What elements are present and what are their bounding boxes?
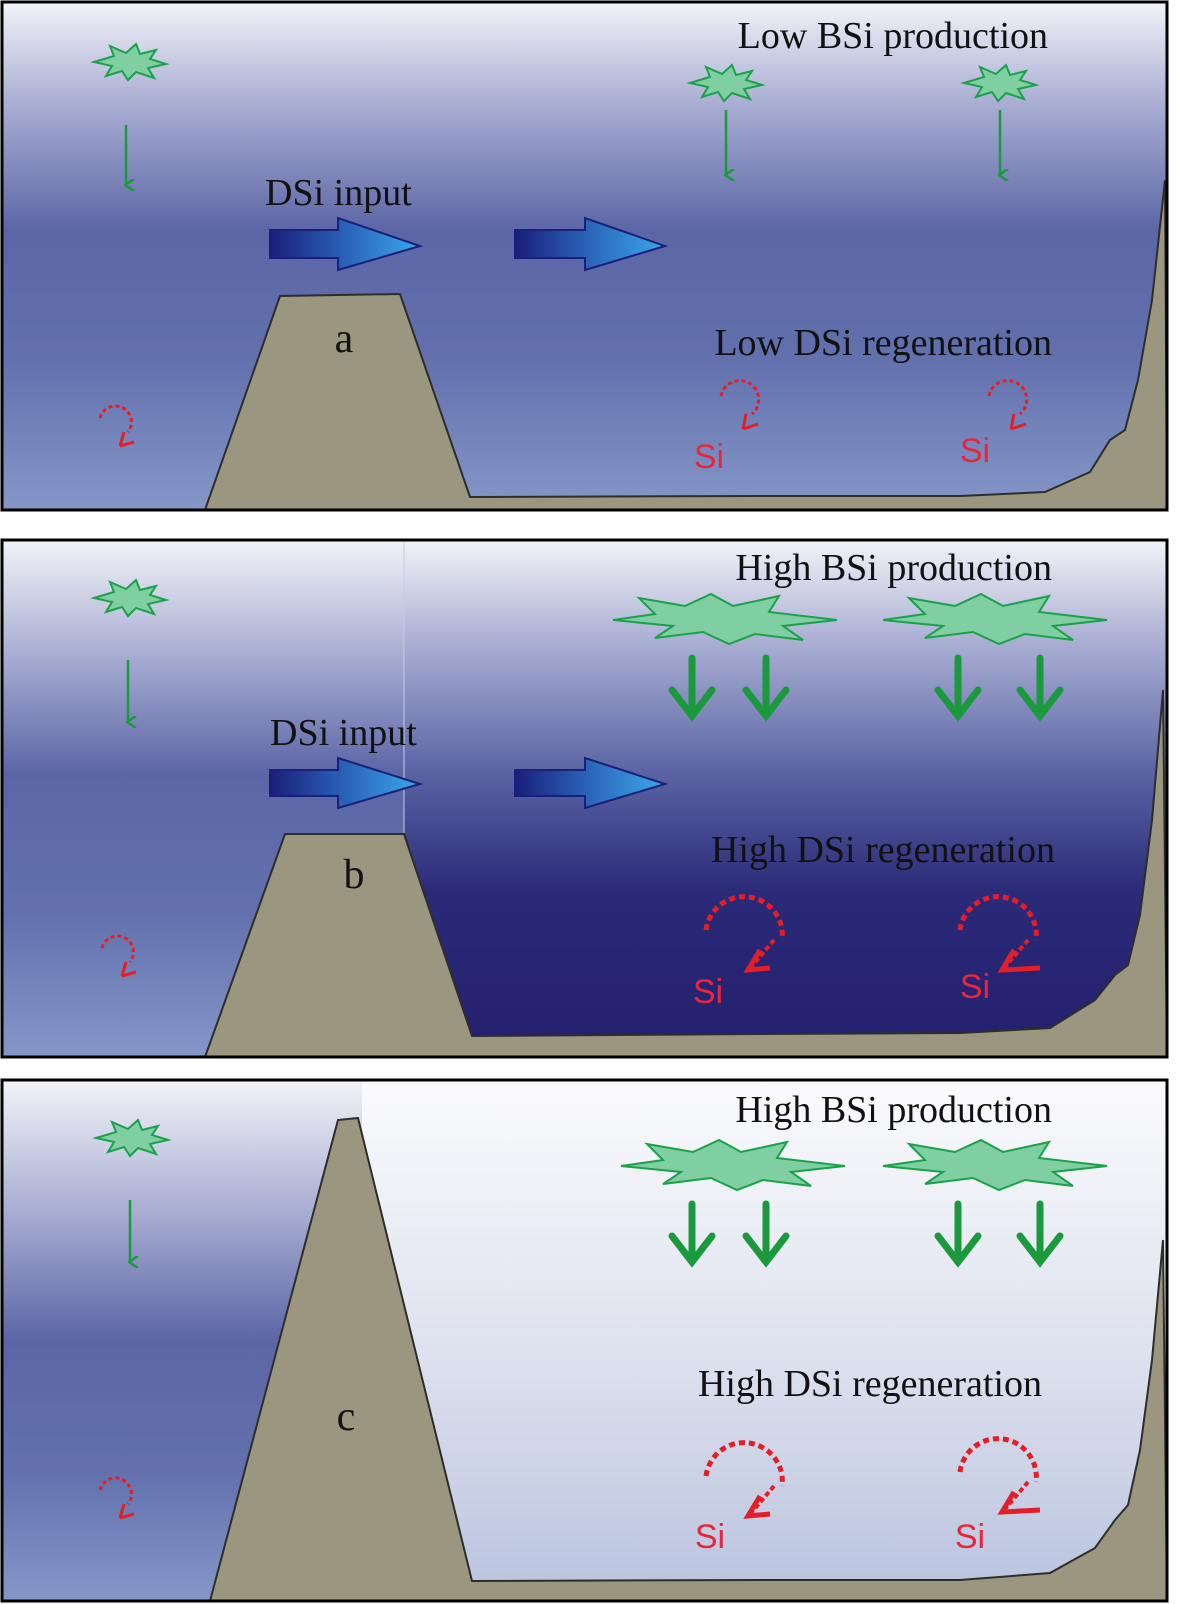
si-label: Si [960,432,990,470]
panel-b-terrain [203,689,1169,1058]
production-label: High BSi production [735,1089,1052,1131]
dsi-input-label: DSi input [265,172,412,214]
sinking-arrow-icon [1016,654,1064,722]
panel-c-terrain [208,1116,1169,1602]
regeneration-label: Low DSi regeneration [714,322,1052,364]
sinking-arrow-icon [934,654,982,722]
dsi-input-arrow-icon [269,216,424,272]
dsi-input-arrow-icon [269,756,424,810]
panel-label-a: a [335,316,354,362]
regeneration-label: High DSi regeneration [698,1363,1042,1405]
si-label: Si [693,973,723,1011]
dsi-input-arrow-icon [514,756,669,810]
sinking-arrow-icon [668,654,716,722]
si-label: Si [960,968,990,1006]
si-label: Si [694,438,724,476]
regeneration-icon [100,934,137,978]
panel-a-terrain [203,179,1169,511]
sinking-arrow-icon [934,1200,982,1268]
dsi-input-label: DSi input [270,712,417,754]
regeneration-icon [703,1440,785,1519]
regeneration-icon [703,894,785,973]
regeneration-icon [98,1476,135,1520]
production-label: Low BSi production [738,15,1048,57]
regeneration-icon [957,894,1041,973]
panel-c: High BSi production c High DSi regenerat… [0,1078,1169,1603]
dsi-input-arrow-icon [514,216,669,272]
panel-b-frame [0,538,1169,1059]
regeneration-icon [719,379,761,431]
si-label: Si [695,1518,725,1556]
regeneration-label: High DSi regeneration [711,829,1055,871]
sinking-arrow-icon [742,1200,790,1268]
panel-label-c: c [337,1394,356,1440]
sinking-arrow-icon [1016,1200,1064,1268]
panel-b: High BSi production DSi input b High DSi… [0,538,1169,1059]
panel-label-b: b [344,852,365,898]
sinking-arrow-icon [742,654,790,722]
regeneration-icon [957,1436,1041,1515]
panel-a: Low BSi production DSi input a Low DSi r… [0,0,1169,512]
sinking-arrow-icon [668,1200,716,1268]
panel-c-frame [0,1078,1169,1603]
regeneration-icon [987,379,1029,431]
si-label: Si [955,1518,985,1556]
production-label: High BSi production [735,547,1052,589]
panel-a-frame [0,0,1169,512]
regeneration-icon [98,404,135,448]
